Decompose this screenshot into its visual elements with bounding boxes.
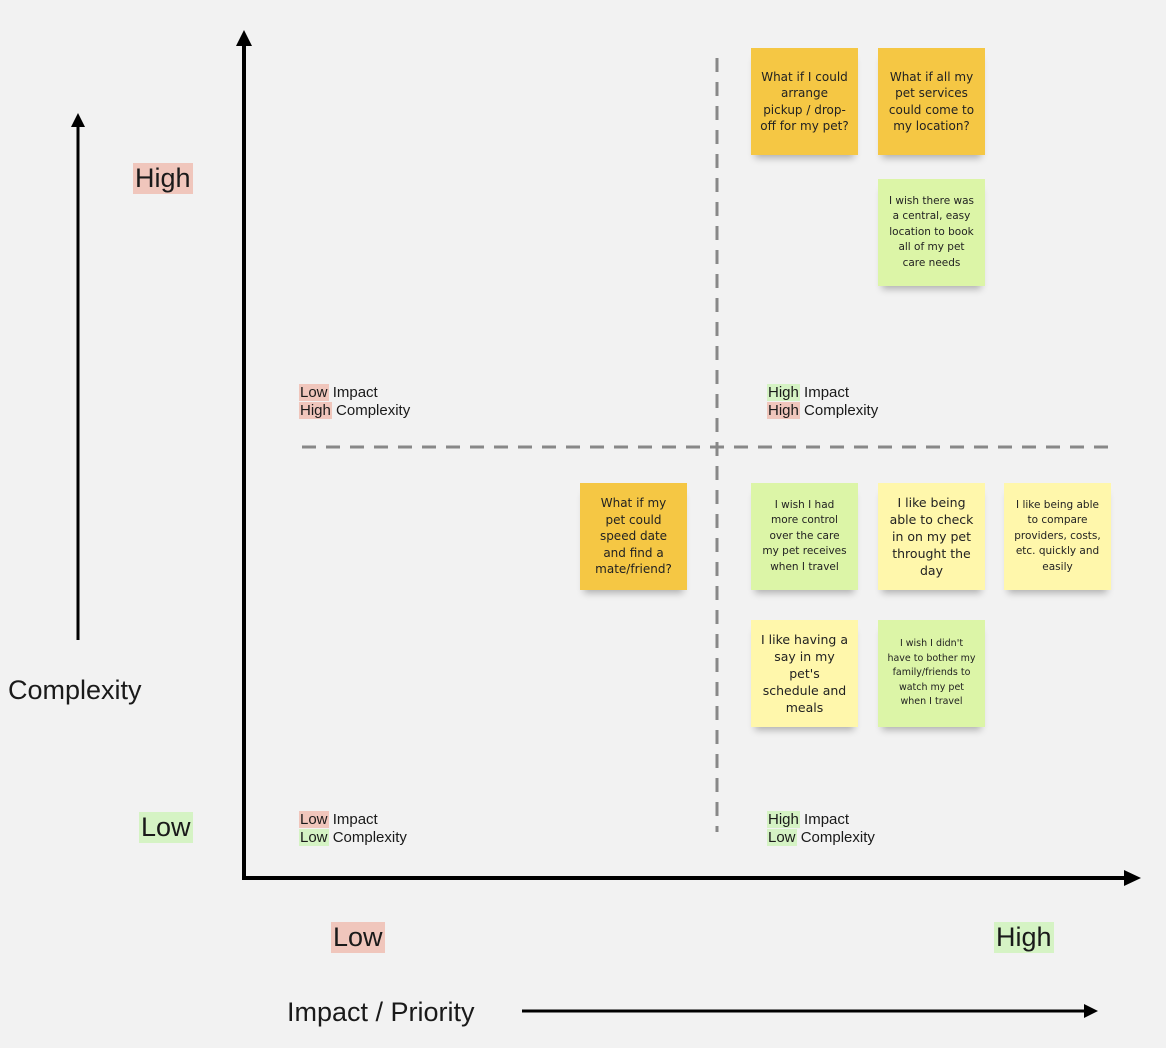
impact-word: High (767, 384, 800, 401)
complexity-word: Low (767, 829, 797, 846)
sticky-note-check-in[interactable]: I like being able to check in on my pet … (878, 483, 985, 590)
y-axis-arrowhead (236, 30, 252, 46)
complexity-arrowhead (71, 113, 85, 127)
sticky-note-pickup[interactable]: What if I could arrange pickup / drop-of… (751, 48, 858, 155)
sticky-note-text: I wish I didn't have to bother my family… (887, 638, 976, 708)
complexity-word: High (767, 402, 800, 419)
sticky-note-control-travel[interactable]: I wish I had more control over the care … (751, 483, 858, 590)
y-high-label: High (133, 163, 193, 194)
sticky-note-text: I like being able to check in on my pet … (889, 495, 974, 578)
sticky-note-speed-date[interactable]: What if my pet could speed date and find… (580, 483, 687, 590)
complexity-text: Complexity (796, 829, 875, 846)
sticky-note-text: What if I could arrange pickup / drop-of… (760, 69, 849, 134)
y-low-label: Low (139, 812, 193, 843)
x-axis-title: Impact / Priority (287, 997, 475, 1027)
sticky-note-central-booking[interactable]: I wish there was a central, easy locatio… (878, 179, 985, 286)
impact-text: Impact (328, 811, 378, 828)
impact-text: Impact (799, 384, 850, 401)
x-high-label: High (994, 922, 1054, 953)
x-low-label: Low (331, 922, 385, 953)
y-axis-title: Complexity (8, 675, 142, 705)
quadrant-label-top-right: High Impact High Complexity (767, 384, 878, 420)
complexity-word: Low (299, 829, 329, 846)
sticky-note-text: I wish I had more control over the care … (762, 498, 847, 573)
quadrant-label-bottom-left: Low Impact Low Complexity (299, 811, 407, 847)
impact-arrowhead (1084, 1004, 1098, 1018)
sticky-note-text: I like having a say in my pet's schedule… (760, 632, 848, 715)
sticky-note-text: What if my pet could speed date and find… (595, 496, 672, 577)
sticky-note-text: What if all my pet services could come t… (888, 69, 975, 134)
complexity-text: Complexity (331, 402, 411, 419)
complexity-text: Complexity (328, 829, 407, 846)
sticky-note-text: I wish there was a central, easy locatio… (888, 194, 974, 269)
sticky-note-schedule-meals[interactable]: I like having a say in my pet's schedule… (751, 620, 858, 727)
impact-word: High (767, 811, 800, 828)
impact-word: Low (299, 811, 329, 828)
sticky-note-services-location[interactable]: What if all my pet services could come t… (878, 48, 985, 155)
x-axis-arrowhead (1124, 870, 1141, 886)
quadrant-label-top-left: Low Impact High Complexity (299, 384, 410, 420)
impact-text: Impact (799, 811, 850, 828)
impact-text: Impact (328, 384, 378, 401)
impact-word: Low (299, 384, 329, 401)
sticky-note-compare-providers[interactable]: I like being able to compare providers, … (1004, 483, 1111, 590)
complexity-text: Complexity (799, 402, 879, 419)
sticky-note-bother-family[interactable]: I wish I didn't have to bother my family… (878, 620, 985, 727)
quadrant-label-bottom-right: High Impact Low Complexity (767, 811, 875, 847)
sticky-note-text: I like being able to compare providers, … (1014, 498, 1101, 573)
complexity-word: High (299, 402, 332, 419)
